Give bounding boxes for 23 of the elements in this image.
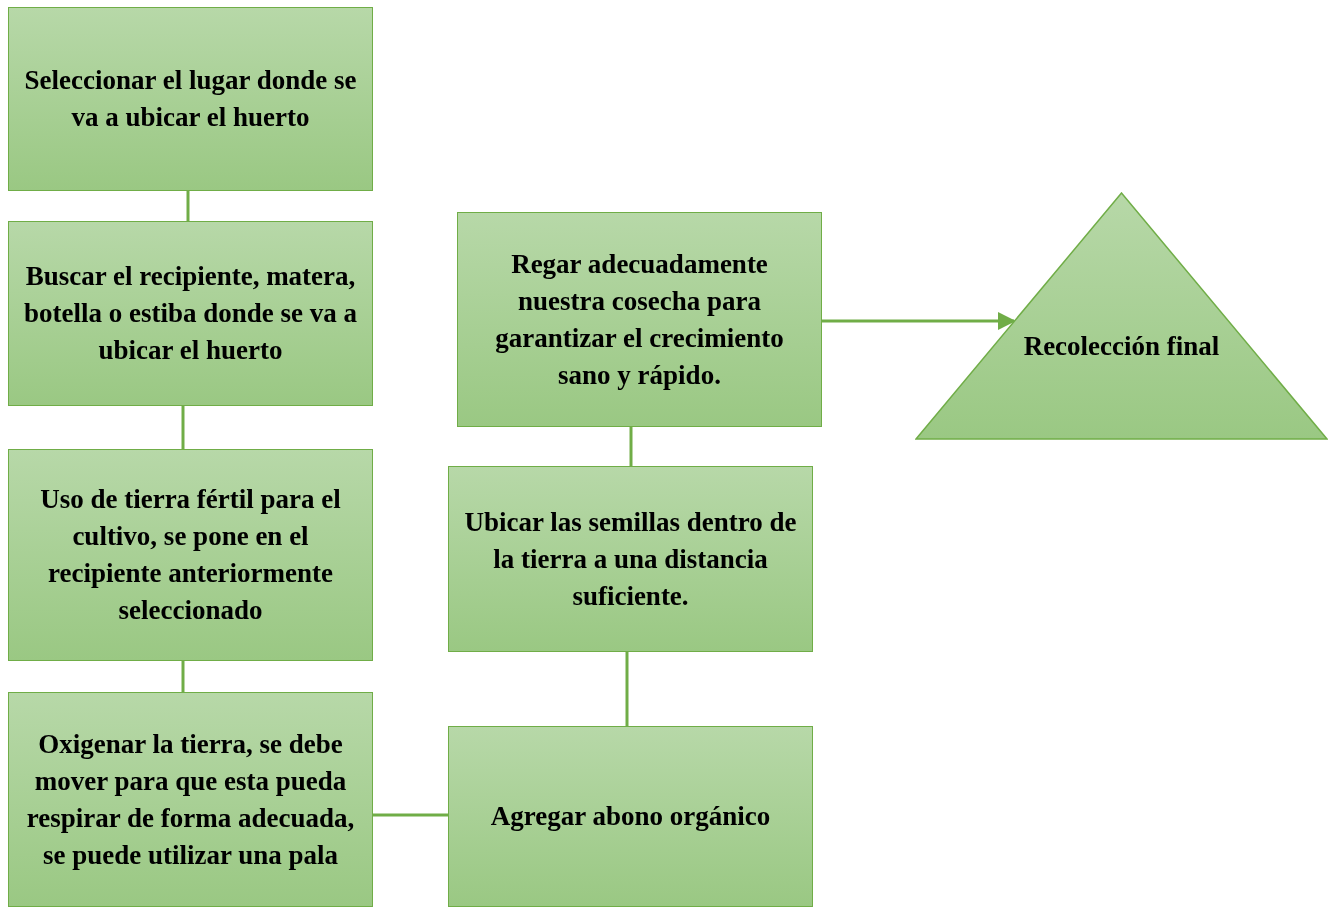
connector-line bbox=[373, 813, 448, 817]
process-box bbox=[8, 449, 373, 661]
process-box bbox=[448, 466, 813, 652]
step-text: Agregar abono orgánico bbox=[490, 800, 771, 833]
step-text: Seleccionar el lugar donde se va a ubicar el huerto bbox=[23, 64, 358, 134]
connector-line bbox=[186, 191, 190, 221]
step-text: Recolección final bbox=[1023, 329, 1220, 363]
process-box bbox=[8, 7, 373, 191]
connector-line bbox=[181, 406, 185, 449]
process-box bbox=[8, 221, 373, 406]
connector-line bbox=[181, 661, 185, 692]
process-box bbox=[448, 726, 813, 907]
connector-line bbox=[629, 427, 633, 466]
connector-line bbox=[625, 652, 629, 726]
step-text: Ubicar las semillas dentro de la tierra a una distancia suficiente. bbox=[463, 505, 798, 613]
step-text: Uso de tierra fértil para el cultivo, se pone en el recipiente anteriormente seleccionado bbox=[39, 483, 342, 627]
process-box bbox=[8, 692, 373, 907]
arrow bbox=[822, 312, 1016, 330]
step-text: Oxigenar la tierra, se debe mover para que esta pueda respirar de forma adecuada, se puede utilizar una pala bbox=[25, 727, 356, 872]
step-text: Regar adecuadamente nuestra cosecha para garantizar el crecimiento sano y rápido. bbox=[494, 247, 785, 392]
process-box bbox=[457, 212, 822, 427]
step-text: Buscar el recipiente, matera, botella o estiba donde se va a ubicar el huerto bbox=[23, 260, 358, 367]
triangle-shape bbox=[915, 192, 1328, 440]
